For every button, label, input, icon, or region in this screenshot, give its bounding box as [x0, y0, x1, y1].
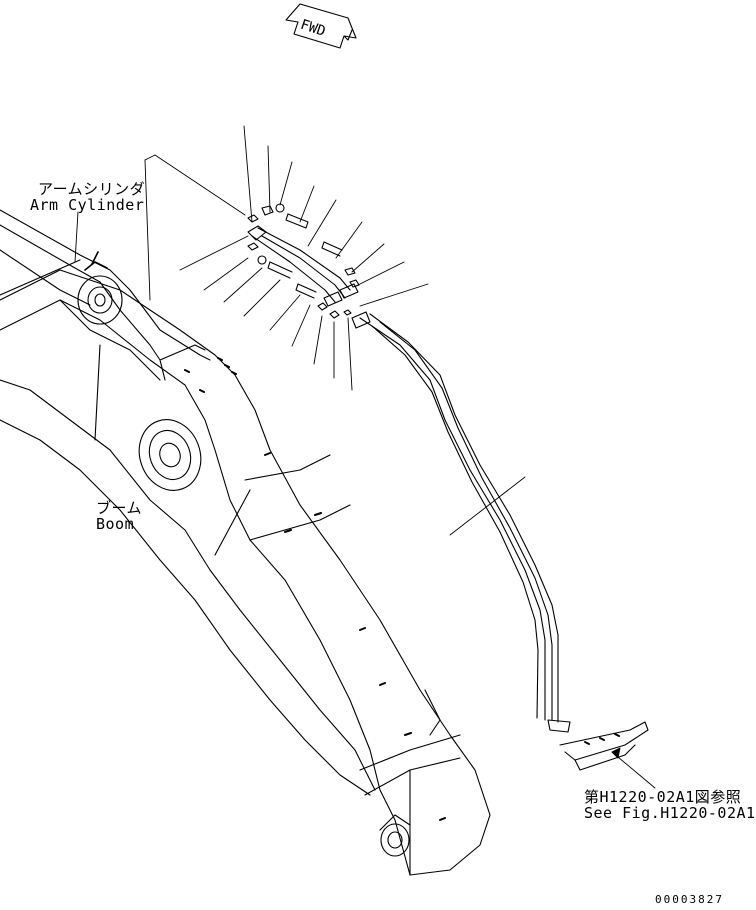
- arm-cylinder-label-en: Arm Cylinder: [30, 196, 145, 214]
- small-parts: [247, 203, 360, 319]
- boom-body: [0, 259, 491, 876]
- drawing-number: 00003827: [655, 893, 724, 906]
- reference-frame: [144, 154, 246, 301]
- boom-label-en: Boom: [96, 515, 135, 533]
- reference-label-jp: 第H1220-02A1図参照: [584, 788, 742, 806]
- hose-assembly: [247, 225, 359, 307]
- tube-line: [351, 311, 649, 771]
- parts-diagram: FWD: [0, 3, 656, 876]
- leader-lines: [74, 125, 656, 789]
- reference-label-en: See Fig.H1220-02A1: [584, 804, 756, 822]
- fwd-label: FWD: [298, 17, 327, 40]
- arm-cylinder-label-jp: アームシリンダ: [38, 180, 146, 198]
- boom-label-jp: ブーム: [96, 499, 143, 517]
- fwd-arrow-icon: FWD: [285, 3, 357, 49]
- arm-cylinder: [0, 209, 211, 381]
